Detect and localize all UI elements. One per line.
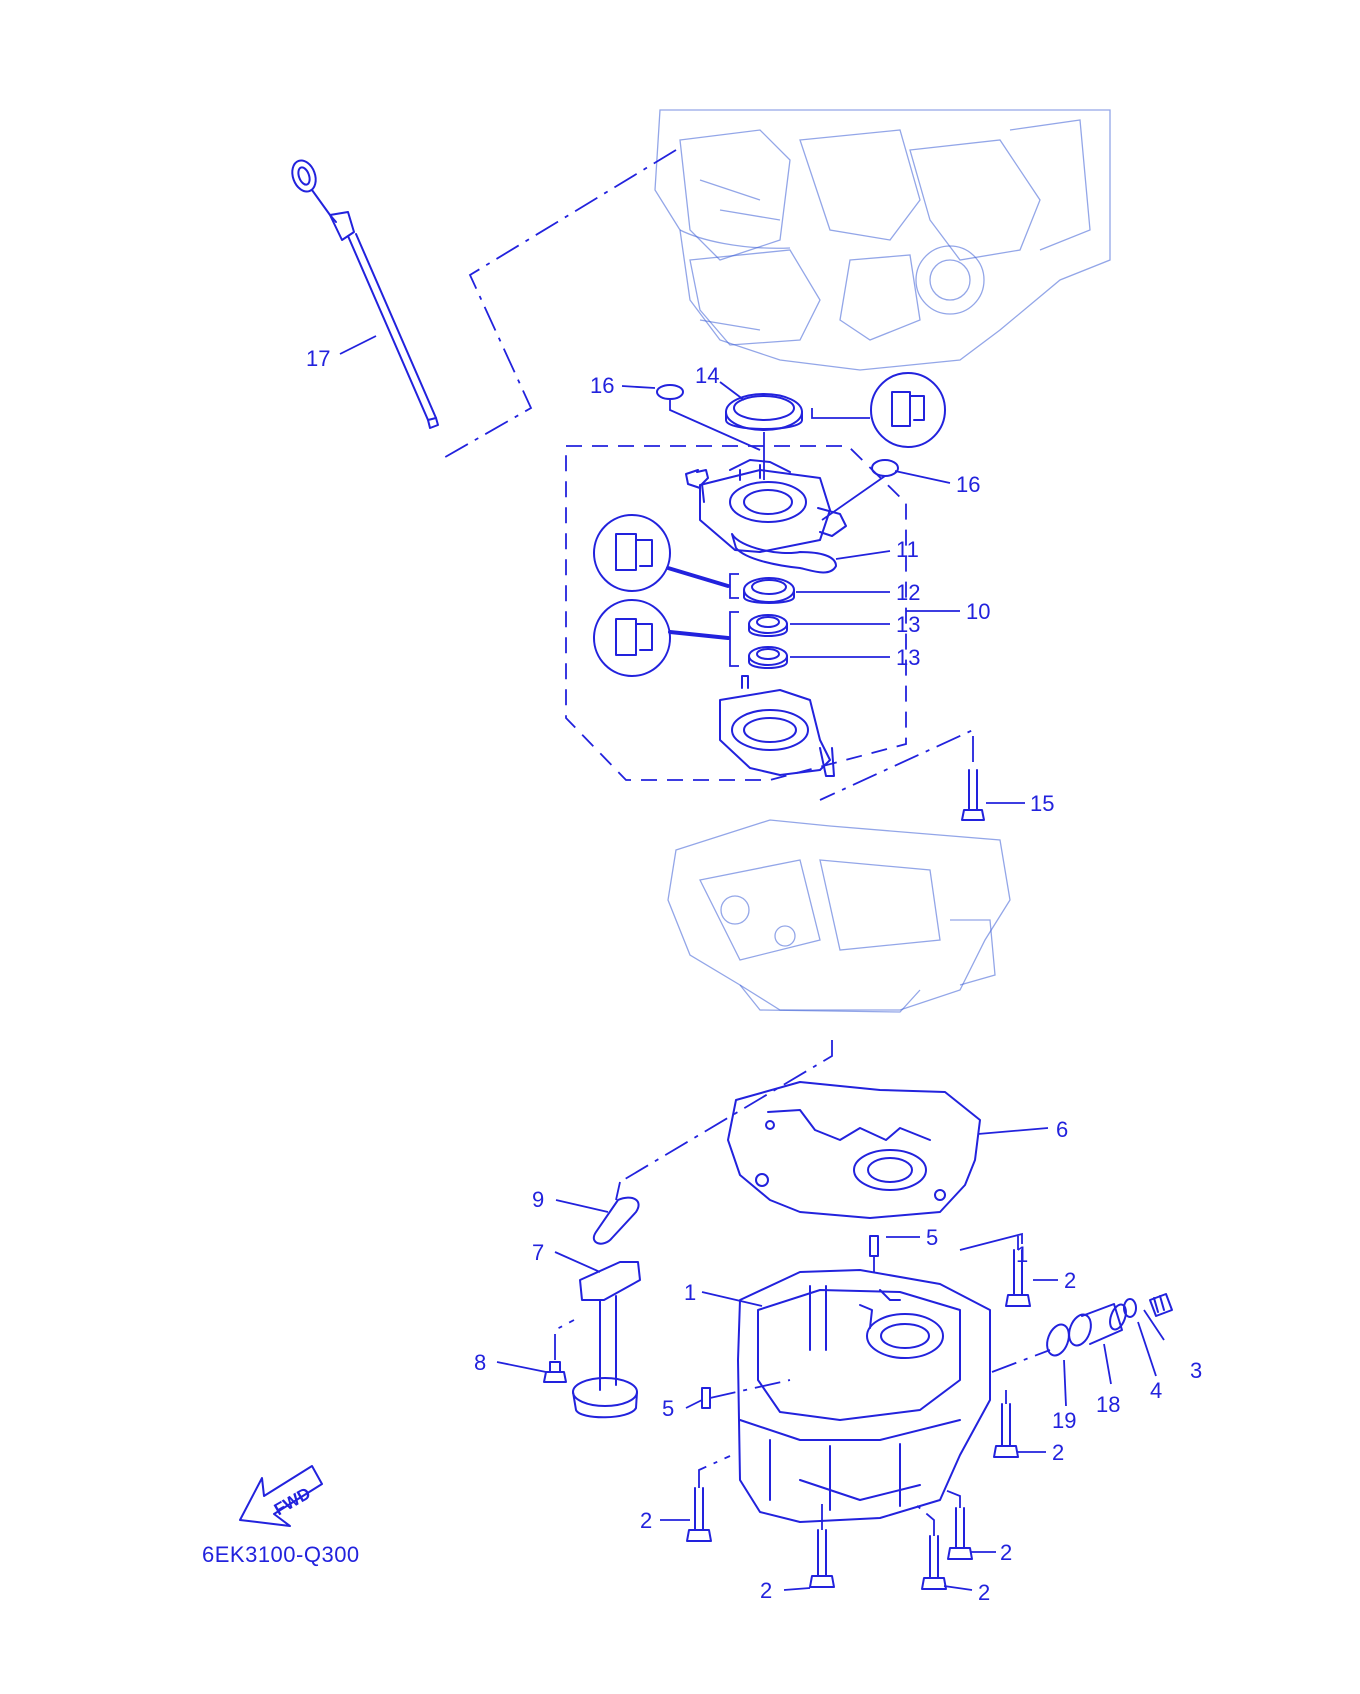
- leader-lines: [339, 335, 1165, 1591]
- callout-labels: 17 16 14 16 11 12 13 13 10 15 6 9 5 7 1 …: [306, 346, 1202, 1605]
- callout-9: 9: [532, 1187, 544, 1212]
- gasket-4: [1123, 1298, 1137, 1318]
- seal-detail-14: [811, 372, 946, 448]
- callout-16-right: 16: [956, 472, 980, 497]
- callout-15: 15: [1030, 791, 1054, 816]
- callout-4: 4: [1150, 1378, 1162, 1403]
- callout-11: 11: [896, 537, 919, 562]
- callout-19: 19: [1052, 1408, 1076, 1433]
- bolt-2-bottom-right: [921, 1535, 947, 1590]
- assembly-boundary-10: [565, 445, 907, 781]
- callout-10: 10: [966, 599, 990, 624]
- oil-pan: [737, 1269, 991, 1523]
- oil-seal-13-lower: [748, 646, 788, 669]
- callout-2-right: 2: [1052, 1440, 1064, 1465]
- fwd-arrow-icon: FWD: [239, 1465, 323, 1527]
- callout-2-bottom-center: 2: [760, 1578, 772, 1603]
- callout-1-right: 1: [1016, 1242, 1028, 1267]
- fwd-label: FWD: [271, 1484, 314, 1520]
- oil-seal-top: [725, 393, 803, 431]
- callout-2-left: 2: [640, 1508, 652, 1533]
- callout-18: 18: [1096, 1392, 1120, 1417]
- callout-2-bottom-right: 2: [978, 1580, 990, 1605]
- callout-3: 3: [1190, 1358, 1202, 1383]
- gasket-6: [727, 1081, 981, 1219]
- oil-strainer: [572, 1261, 641, 1419]
- oil-dipstick: [291, 159, 439, 429]
- housing-cover: [685, 459, 847, 553]
- engine-block-ghost: [654, 109, 1111, 371]
- oil-seal-13-upper: [748, 614, 788, 637]
- bolt-2-bottom-center: [809, 1529, 835, 1588]
- callout-6: 6: [1056, 1117, 1068, 1142]
- drawing-code: 6EK3100-Q300: [202, 1542, 360, 1567]
- bolt-2-left: [686, 1487, 712, 1542]
- gasket-11: [731, 533, 837, 574]
- callout-12: 12: [896, 580, 920, 605]
- lower-housing: [719, 675, 835, 777]
- bolt-15-axis: [819, 728, 974, 801]
- callout-16-upper: 16: [590, 373, 614, 398]
- dowel-pin-upper: [869, 1235, 879, 1257]
- callout-8: 8: [474, 1350, 486, 1375]
- bolt-2-right: [993, 1403, 1019, 1458]
- callout-13-lower: 13: [896, 645, 920, 670]
- bolt-2-top: [1005, 1249, 1031, 1307]
- callout-13-upper: 13: [896, 612, 920, 637]
- o-ring-upper: [656, 384, 684, 400]
- seal-detail-12: [593, 514, 730, 592]
- small-screw: [696, 469, 709, 503]
- dowel-pin-lower: [701, 1387, 711, 1409]
- block-to-gasket-line: [619, 1040, 833, 1183]
- callout-1-left: 1: [684, 1280, 696, 1305]
- drain-plug-3: [1149, 1293, 1173, 1317]
- oil-seal-12: [743, 577, 795, 604]
- filter-housing-18: [1068, 1303, 1127, 1347]
- callout-2-top: 2: [1064, 1268, 1076, 1293]
- circlip-19: [1046, 1323, 1070, 1357]
- dipstick-guide-line: [439, 149, 677, 461]
- block-lower-ghost: [667, 819, 1011, 1013]
- bolt-2-lower-right: [947, 1507, 973, 1560]
- o-ring-9: [593, 1196, 640, 1245]
- callout-7: 7: [532, 1240, 544, 1265]
- callout-17: 17: [306, 346, 330, 371]
- callout-2-lower-right: 2: [1000, 1540, 1012, 1565]
- callout-14: 14: [695, 363, 719, 388]
- seal-detail-13: [593, 599, 730, 677]
- bolt-8: [543, 1361, 567, 1383]
- callout-5-upper: 5: [926, 1225, 938, 1250]
- callout-5-lower: 5: [662, 1396, 674, 1421]
- bolt-15: [961, 769, 985, 821]
